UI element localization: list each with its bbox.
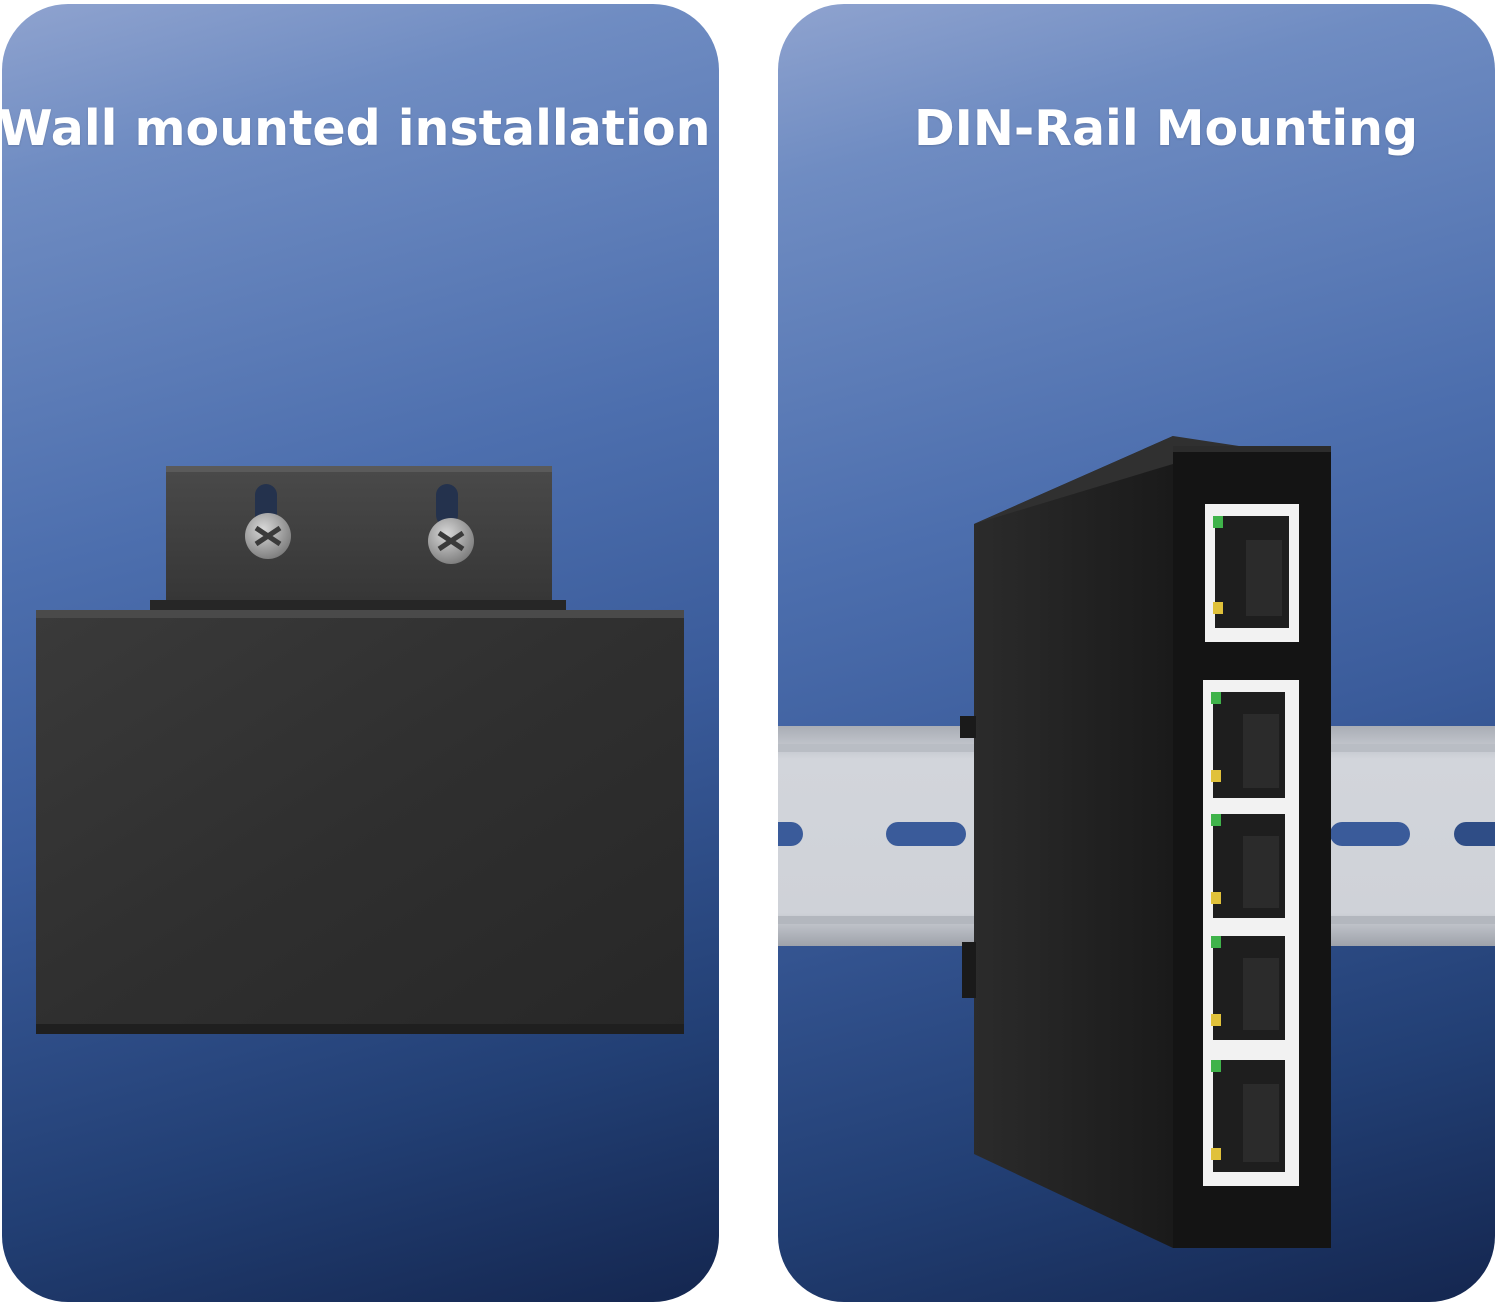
din-rail-panel: DIN-Rail Mounting — [778, 4, 1495, 1302]
switch-body-wall — [36, 610, 684, 1034]
din-rail-illustration — [778, 436, 1495, 1248]
ethernet-port-3 — [1211, 814, 1285, 918]
ethernet-port-group — [1203, 680, 1299, 1186]
wall-mount-illustration — [36, 466, 684, 1034]
din-rail-title: DIN-Rail Mounting — [914, 100, 1419, 157]
screw-left — [245, 513, 291, 559]
mounting-bracket — [150, 466, 566, 612]
ethernet-port-5 — [1211, 1060, 1285, 1172]
screw-right — [428, 518, 474, 564]
ethernet-port-1 — [1205, 504, 1299, 642]
wall-mount-title: Wall mounted installation — [2, 100, 711, 157]
ethernet-port-2 — [1211, 692, 1285, 798]
ethernet-port-4 — [1211, 936, 1285, 1040]
wall-mount-panel: Wall mounted installation — [2, 4, 719, 1302]
